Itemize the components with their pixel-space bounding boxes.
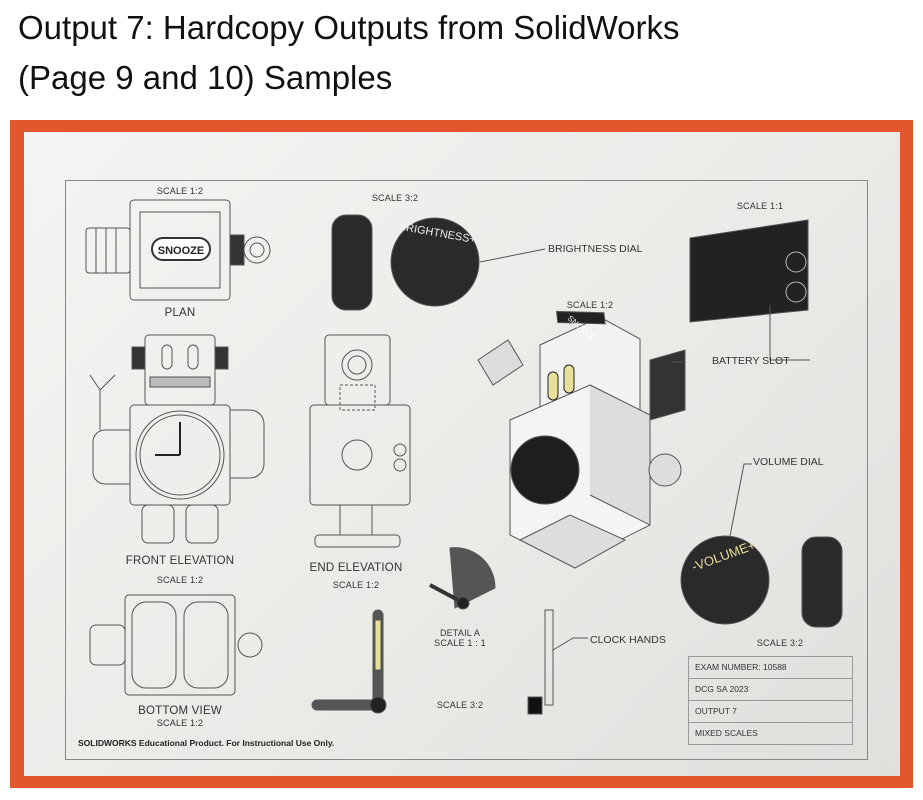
- slide-title-line-1: Output 7: Hardcopy Outputs from SolidWor…: [18, 9, 680, 46]
- clock-hands-drawing: [311, 547, 588, 715]
- title-block-scales: MIXED SCALES: [689, 723, 853, 745]
- clock-hands-scale: SCALE 3:2: [436, 700, 484, 710]
- end-elevation-label: END ELEVATION: [309, 562, 403, 574]
- title-block-output: OUTPUT 7: [689, 701, 853, 723]
- battery-slot-drawing: [689, 219, 810, 361]
- bottom-view: [89, 594, 263, 696]
- volume-dial-callout: VOLUME DIAL: [753, 456, 824, 468]
- solidworks-footer: SOLIDWORKS Educational Product. For Inst…: [78, 738, 335, 748]
- front-elevation-label: FRONT ELEVATION: [125, 555, 235, 567]
- detail-a-label: DETAIL A: [439, 628, 481, 638]
- title-block-course: DCG SA 2023: [689, 679, 853, 701]
- iso-scale: SCALE 1:2: [566, 300, 614, 310]
- battery-scale: SCALE 1:1: [736, 201, 784, 211]
- brightness-dial-callout: BRIGHTNESS DIAL: [548, 243, 643, 255]
- detail-a-scale: SCALE 1 : 1: [434, 638, 486, 648]
- brightness-scale: SCALE 3:2: [371, 193, 419, 203]
- volume-dial-drawing: [680, 463, 843, 628]
- slide-title-line-2: (Page 9 and 10) Samples: [18, 59, 393, 96]
- volume-scale: SCALE 3:2: [756, 638, 804, 648]
- end-elevation-view: [309, 334, 411, 548]
- front-elevation-view: [89, 334, 265, 544]
- front-elevation-scale: SCALE 1:2: [156, 575, 204, 585]
- brightness-dial-drawing: [331, 214, 546, 311]
- battery-slot-callout: BATTERY SLOT: [712, 355, 790, 367]
- clock-hands-callout: CLOCK HANDS: [590, 634, 666, 646]
- plan-label: PLAN: [164, 307, 196, 319]
- drawing-sheet-border: [65, 180, 868, 760]
- title-block-exam-number: EXAM NUMBER: 10588: [689, 657, 853, 679]
- plan-view: [85, 199, 271, 301]
- bottom-view-scale: SCALE 1:2: [156, 718, 204, 728]
- plan-scale: SCALE 1:2: [156, 186, 204, 196]
- end-elevation-scale: SCALE 1:2: [332, 580, 380, 590]
- isometric-robot: [477, 310, 686, 569]
- bottom-view-label: BOTTOM VIEW: [138, 705, 222, 717]
- title-block: EXAM NUMBER: 10588 DCG SA 2023 OUTPUT 7 …: [688, 656, 853, 745]
- plan-snooze-text: SNOOZE: [158, 245, 204, 257]
